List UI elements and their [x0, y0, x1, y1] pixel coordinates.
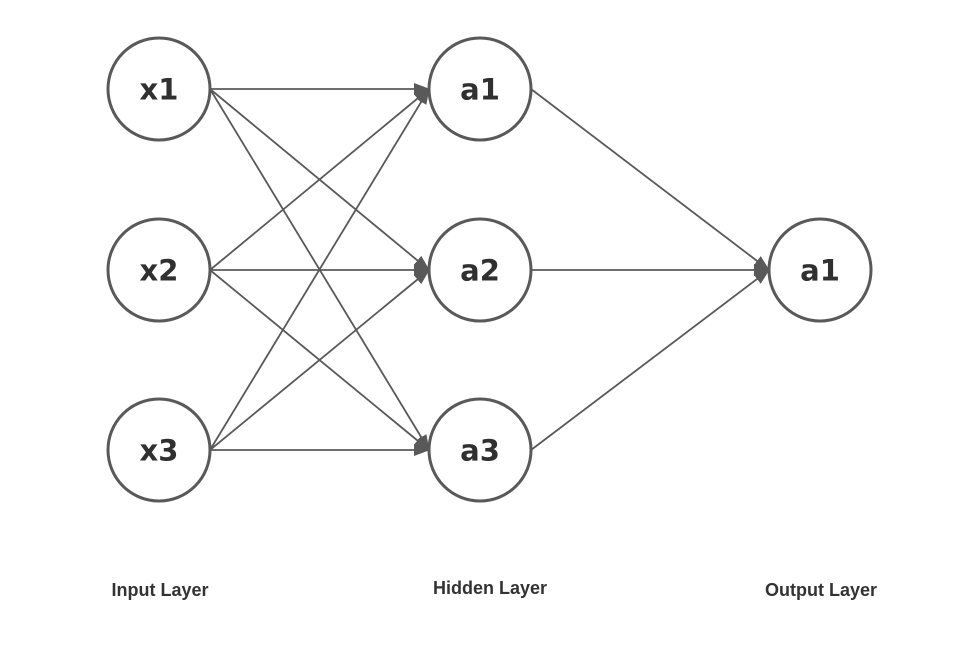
node-circle-a2	[427, 217, 533, 323]
edge-a1-o1	[530, 88, 770, 271]
edges-group	[209, 83, 770, 456]
node-label-x1: x1	[140, 72, 179, 106]
node-output-o1: a1	[767, 217, 873, 323]
node-input-x2: x2	[106, 217, 212, 323]
node-circle-a1	[427, 36, 533, 142]
node-circle-x1	[106, 36, 212, 142]
node-circle-a3	[427, 397, 533, 503]
layer-label-input: Input Layer	[111, 580, 209, 600]
node-input-x3: x3	[106, 397, 212, 503]
node-label-x3: x3	[140, 433, 179, 467]
node-label-a3: a3	[460, 433, 500, 467]
edge-a3-o1	[530, 269, 770, 451]
node-circle-o1	[767, 217, 873, 323]
nodes-group: x1 x2 x3 a1 a2 a3 a1	[106, 36, 873, 503]
node-label-o1: a1	[800, 253, 840, 287]
node-hidden-a1: a1	[427, 36, 533, 142]
node-label-a1: a1	[460, 72, 500, 106]
layer-label-output: Output Layer	[764, 580, 878, 600]
node-hidden-a2: a2	[427, 217, 533, 323]
node-label-x2: x2	[140, 253, 179, 287]
edge-x2-a1	[209, 88, 430, 271]
layer-label-hidden: Hidden Layer	[432, 578, 548, 598]
node-circle-x3	[106, 397, 212, 503]
node-label-a2: a2	[460, 253, 500, 287]
edge-x3-a2	[209, 269, 430, 451]
node-circle-x2	[106, 217, 212, 323]
node-input-x1: x1	[106, 36, 212, 142]
edge-x3-a1	[209, 88, 430, 451]
node-hidden-a3: a3	[427, 397, 533, 503]
